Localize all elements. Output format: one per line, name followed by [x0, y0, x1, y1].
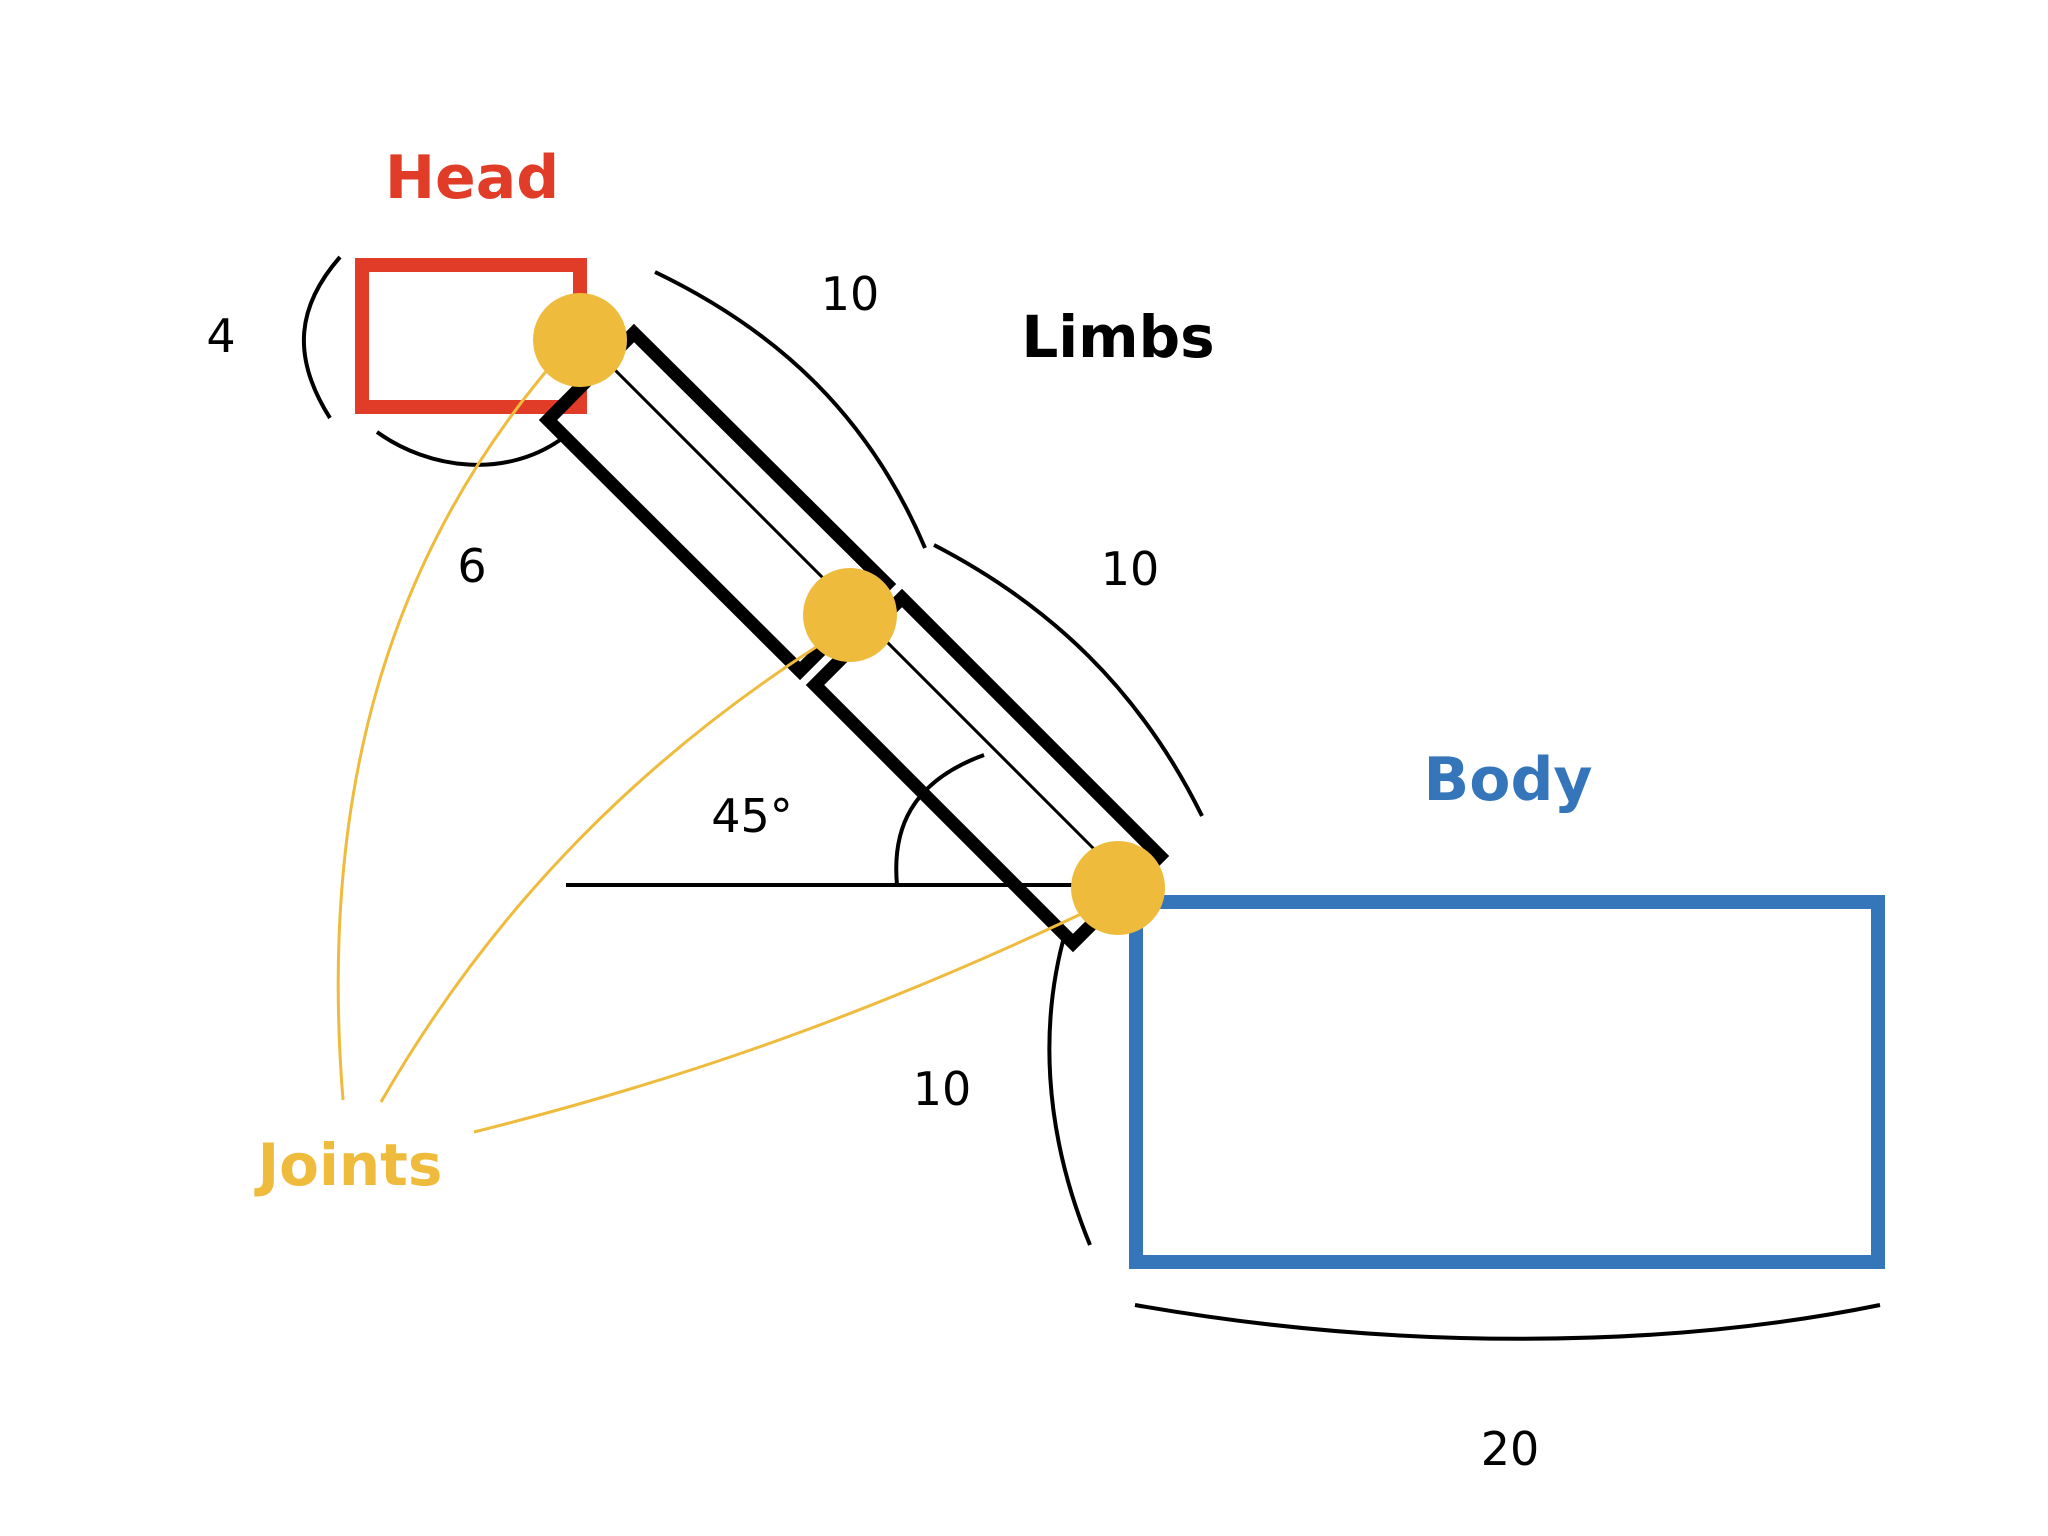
upper-limb-length-value: 10: [821, 267, 880, 321]
joint-connector-1: [336, 354, 562, 1101]
body-width-value: 20: [1481, 1422, 1540, 1476]
lower-limb-length-value: 10: [1101, 542, 1160, 596]
joint-head: [533, 293, 627, 387]
limb-width-value: 10: [913, 1062, 972, 1116]
head-width-arc: [375, 430, 562, 467]
lower-limb-centerline: [858, 613, 1112, 867]
limbs-label: Limbs: [1021, 303, 1214, 371]
upper-limb-centerline: [583, 338, 857, 612]
head-width-value: 6: [457, 539, 486, 593]
joint-elbow: [803, 568, 897, 662]
head-height-value: 4: [206, 309, 235, 363]
joints-label: Joints: [254, 1131, 443, 1199]
head-height-arc: [301, 255, 342, 420]
joint-connector-2: [379, 633, 836, 1103]
joint-connector-3: [473, 903, 1101, 1134]
lower-limb-length-arc: [933, 543, 1204, 817]
body-label: Body: [1423, 745, 1592, 815]
joint-body: [1071, 841, 1165, 935]
angle-arc: [894, 753, 985, 886]
upper-limb-length-arc: [654, 270, 927, 549]
head-label: Head: [385, 143, 559, 213]
body-width-arc: [1134, 1303, 1881, 1341]
body-box: [1129, 895, 1885, 1269]
limb-width-arc: [1047, 929, 1092, 1246]
limb-angle-value: 45°: [711, 789, 793, 843]
